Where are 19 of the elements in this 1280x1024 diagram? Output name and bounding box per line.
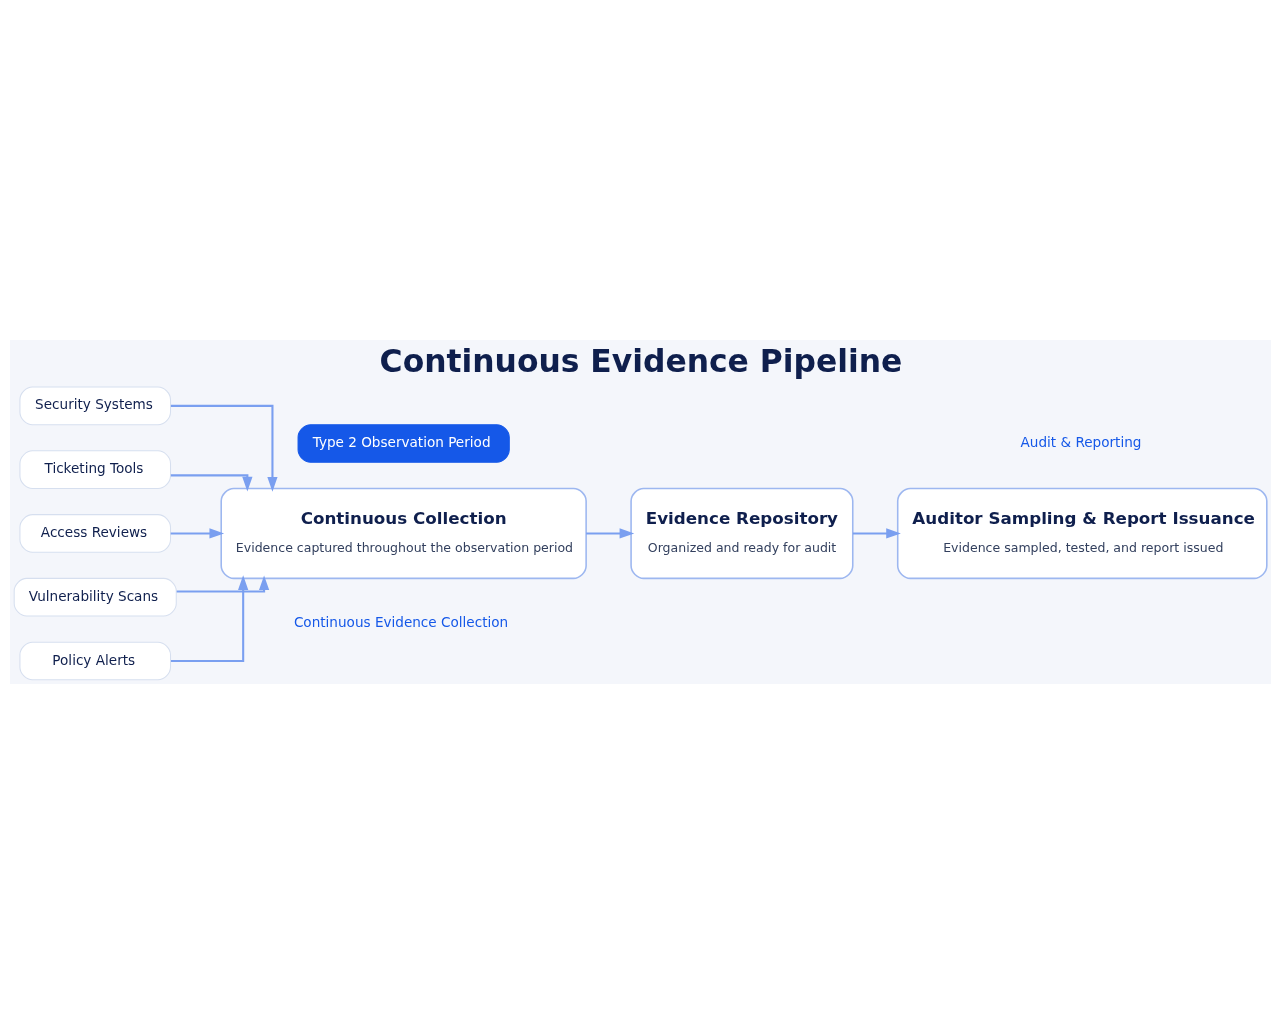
arrow (170, 474, 252, 492)
arrow (852, 528, 901, 539)
arrow (170, 575, 248, 663)
node-box: Continuous Collection Evidence captured throughout the observation period (219, 487, 587, 580)
diagram-title: Continuous Evidence Pipeline (379, 343, 902, 380)
arrow (170, 528, 224, 539)
arrow (176, 575, 269, 593)
node-box: Type 2 Observation Period (297, 424, 510, 463)
arrow (585, 528, 634, 539)
node-box: Vulnerability Scans (13, 577, 177, 617)
label: Audit & Reporting (1020, 434, 1141, 451)
node-box: Policy Alerts (18, 641, 171, 681)
arrow (170, 404, 278, 492)
node-box: Access Reviews (18, 514, 171, 553)
node-box: Security Systems (18, 386, 171, 426)
node-box: Evidence Repository Organized and ready for audit (629, 487, 854, 580)
node-box: Ticketing Tools (18, 450, 171, 489)
label: Continuous Evidence Collection (293, 613, 508, 630)
node-box: Auditor Sampling & Report Issuance Evidence sampled, tested, and report issued (896, 487, 1268, 580)
